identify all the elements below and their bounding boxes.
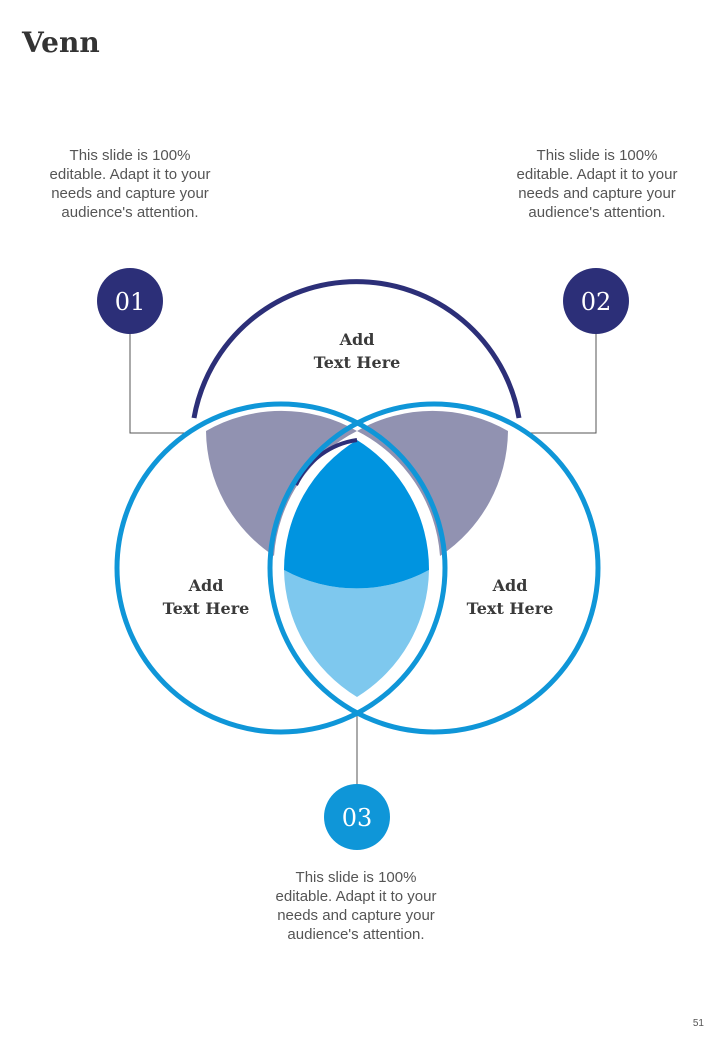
badge-01: 01 — [97, 268, 163, 334]
page-title: Venn — [22, 26, 100, 59]
badge-01-number: 01 — [115, 288, 146, 316]
callout-text-03: This slide is 100% editable. Adapt it to… — [275, 869, 437, 943]
venn-right-label-line1: Add — [492, 576, 528, 595]
venn-top-label-line2: Text Here — [314, 353, 401, 372]
callout-text-01: This slide is 100% editable. Adapt it to… — [49, 147, 211, 221]
callout-text-02: This slide is 100% editable. Adapt it to… — [516, 147, 678, 221]
venn-left-label-line2: Text Here — [163, 599, 250, 618]
venn-right-label-line2: Text Here — [467, 599, 554, 618]
badge-03-number: 03 — [342, 804, 373, 832]
badge-02-number: 02 — [581, 288, 612, 316]
venn-top-label-line1: Add — [339, 330, 375, 349]
center-lens — [283, 440, 430, 589]
bottom-lens — [284, 570, 429, 697]
connector-line-01 — [129, 330, 185, 434]
venn-left-label-line1: Add — [188, 576, 224, 595]
page-number: 51 — [692, 1018, 704, 1029]
left-circle — [114, 401, 448, 735]
top-circle-arc — [191, 279, 522, 419]
badge-03: 03 — [324, 784, 390, 850]
right-circle — [267, 401, 601, 735]
connector-line-02 — [530, 330, 597, 434]
badge-02: 02 — [563, 268, 629, 334]
top-left-lens — [206, 410, 357, 556]
